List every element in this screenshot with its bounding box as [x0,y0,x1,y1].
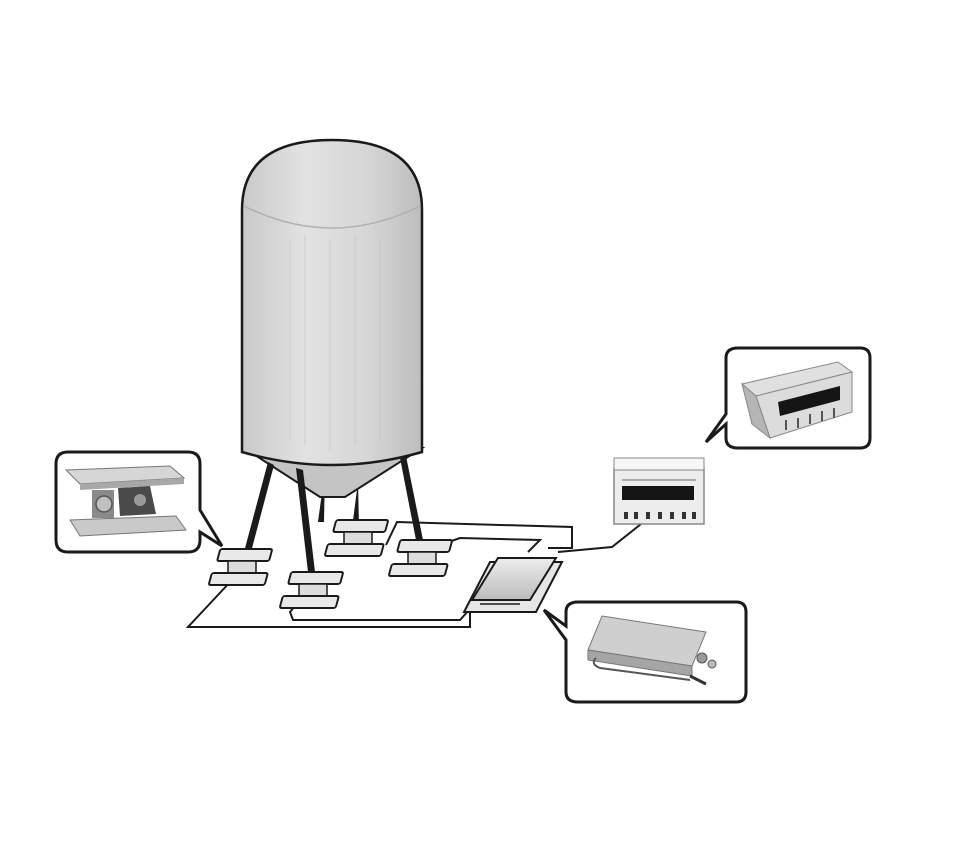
load-cell-2 [279,571,344,609]
silo-leg-front-mid [296,468,315,572]
weighing-indicator-icon [740,361,854,440]
silo-texture [289,235,381,450]
load-cell-1 [208,548,273,586]
junction-box-callout [542,600,748,704]
indicator-keys-icon [785,408,835,430]
silo-body [240,138,424,467]
load-cell-4 [388,539,453,577]
wire-mid [439,536,543,553]
junction-box-icon [587,615,717,686]
indicator-buttons [624,512,696,519]
load-cell-module-icon [64,465,187,537]
indicator-callout [704,346,872,450]
load-cell-3 [324,519,389,557]
junction-box [462,557,564,613]
wire-top-loop [385,520,573,549]
load-cell-callout [54,450,224,554]
silo [240,138,426,572]
wire-to-indicator [557,523,642,553]
silo-leg-front-left [244,462,274,552]
silo-leg-rear-right [352,482,359,528]
wire-outer-loop [185,579,471,628]
weighing-indicator [613,457,705,525]
silo-dome-seam [243,205,421,229]
silo-leg-front-right [400,456,423,540]
